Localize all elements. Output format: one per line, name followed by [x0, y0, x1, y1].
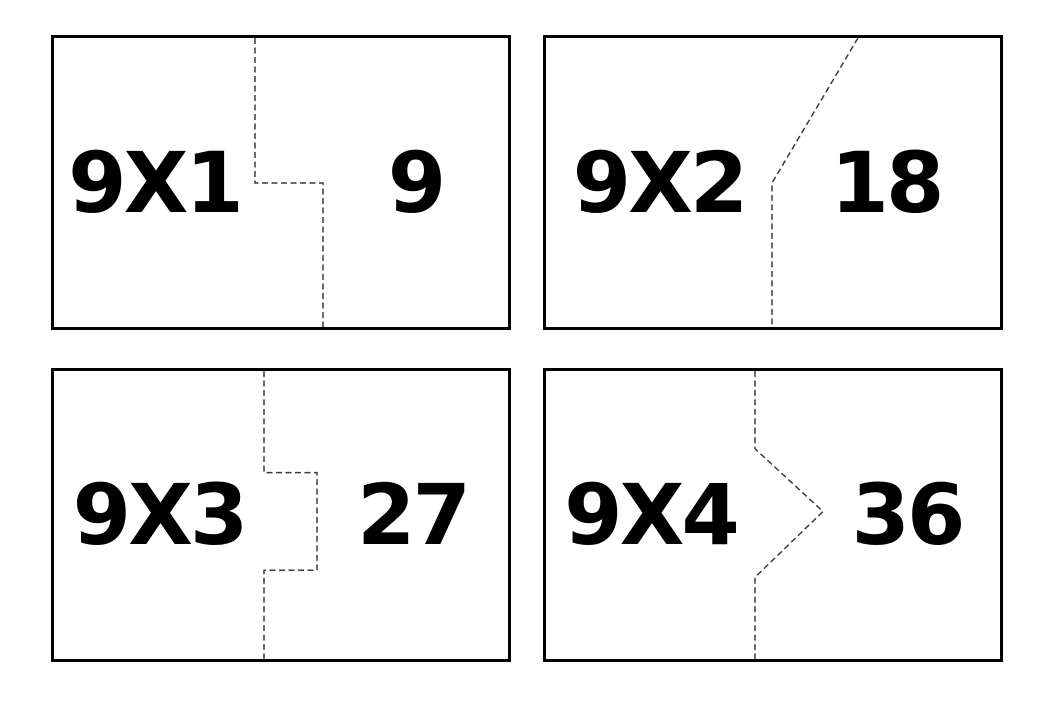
- answer-text: 36: [851, 466, 966, 564]
- problem-text: 9X3: [72, 466, 249, 564]
- problem-text: 9X1: [68, 133, 244, 232]
- answer-text: 18: [830, 133, 945, 232]
- flashcard-9x4: 9X4 36: [543, 368, 1003, 662]
- problem-text: 9X2: [572, 133, 749, 232]
- flashcard-9x2: 9X2 18: [543, 35, 1003, 330]
- flashcard-9x3: 9X3 27: [51, 368, 511, 662]
- problem-text: 9X4: [564, 466, 740, 564]
- flashcard-grid: 9X1 9 9X2 18 9X3 27 9X4 36: [51, 35, 1003, 662]
- answer-text: 27: [357, 466, 471, 564]
- answer-text: 9: [387, 133, 446, 232]
- flashcard-9x1: 9X1 9: [51, 35, 511, 330]
